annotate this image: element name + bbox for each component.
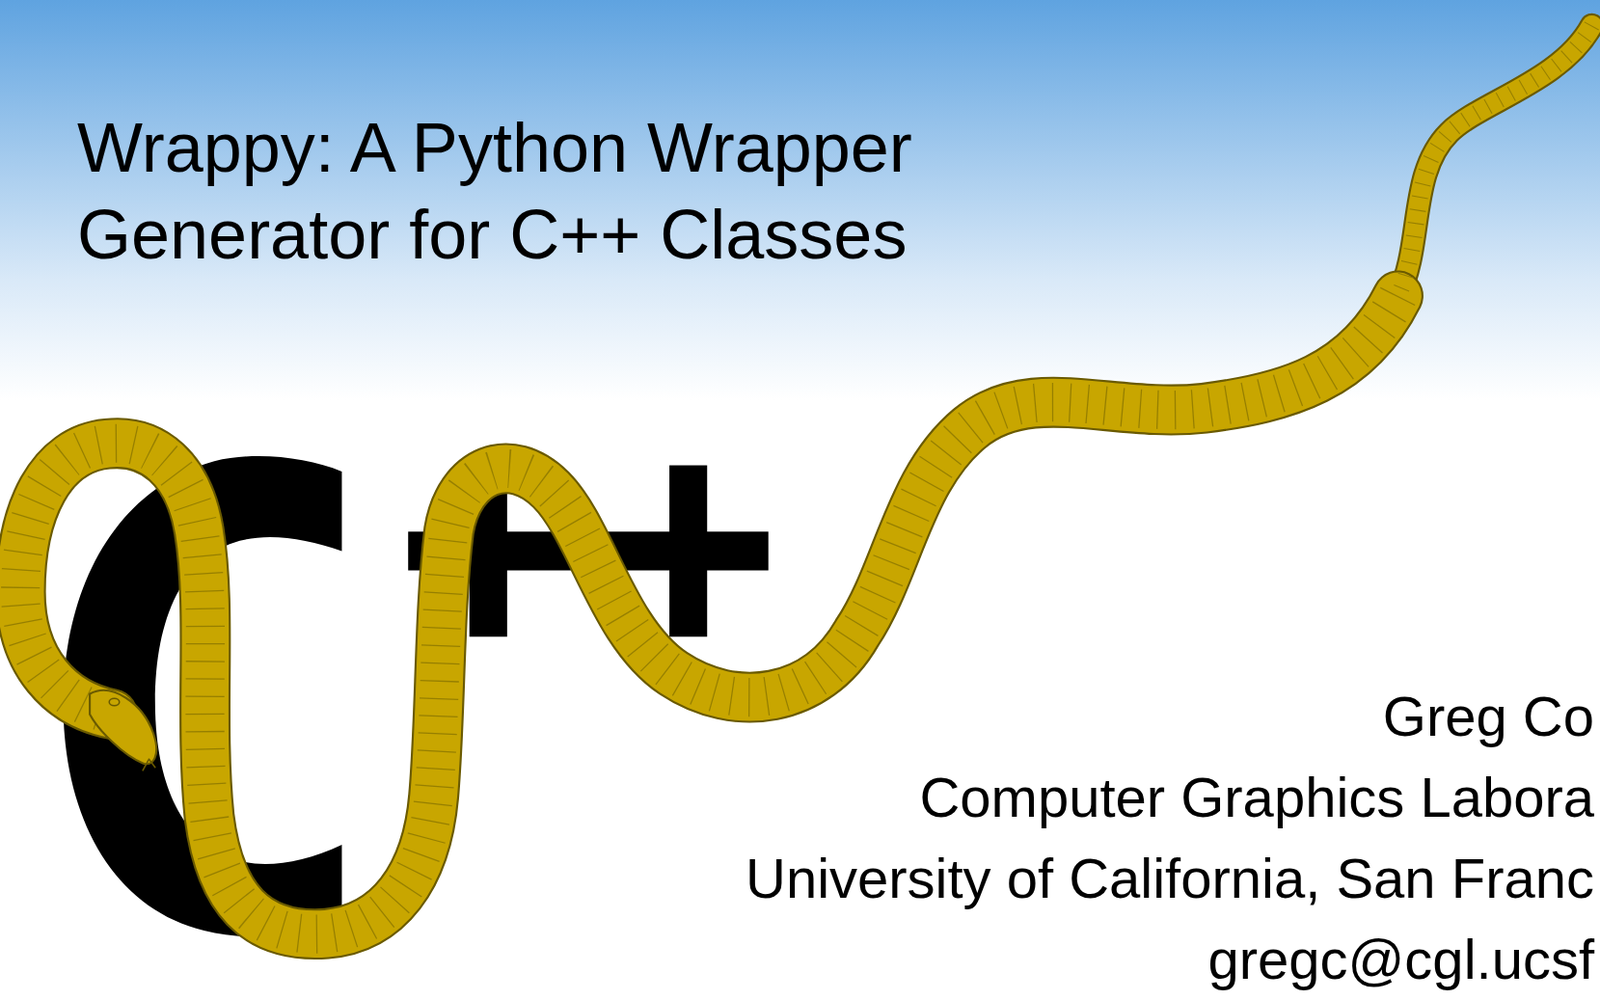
institution-name: University of California, San Franc [745,846,1595,911]
email-address: gregc@cgl.ucsf [1207,927,1595,992]
lab-name: Computer Graphics Labora [919,765,1595,830]
slide-title: Wrappy: A Python Wrapper Generator for C… [77,104,1139,278]
author-name: Greg Co [1383,684,1595,749]
